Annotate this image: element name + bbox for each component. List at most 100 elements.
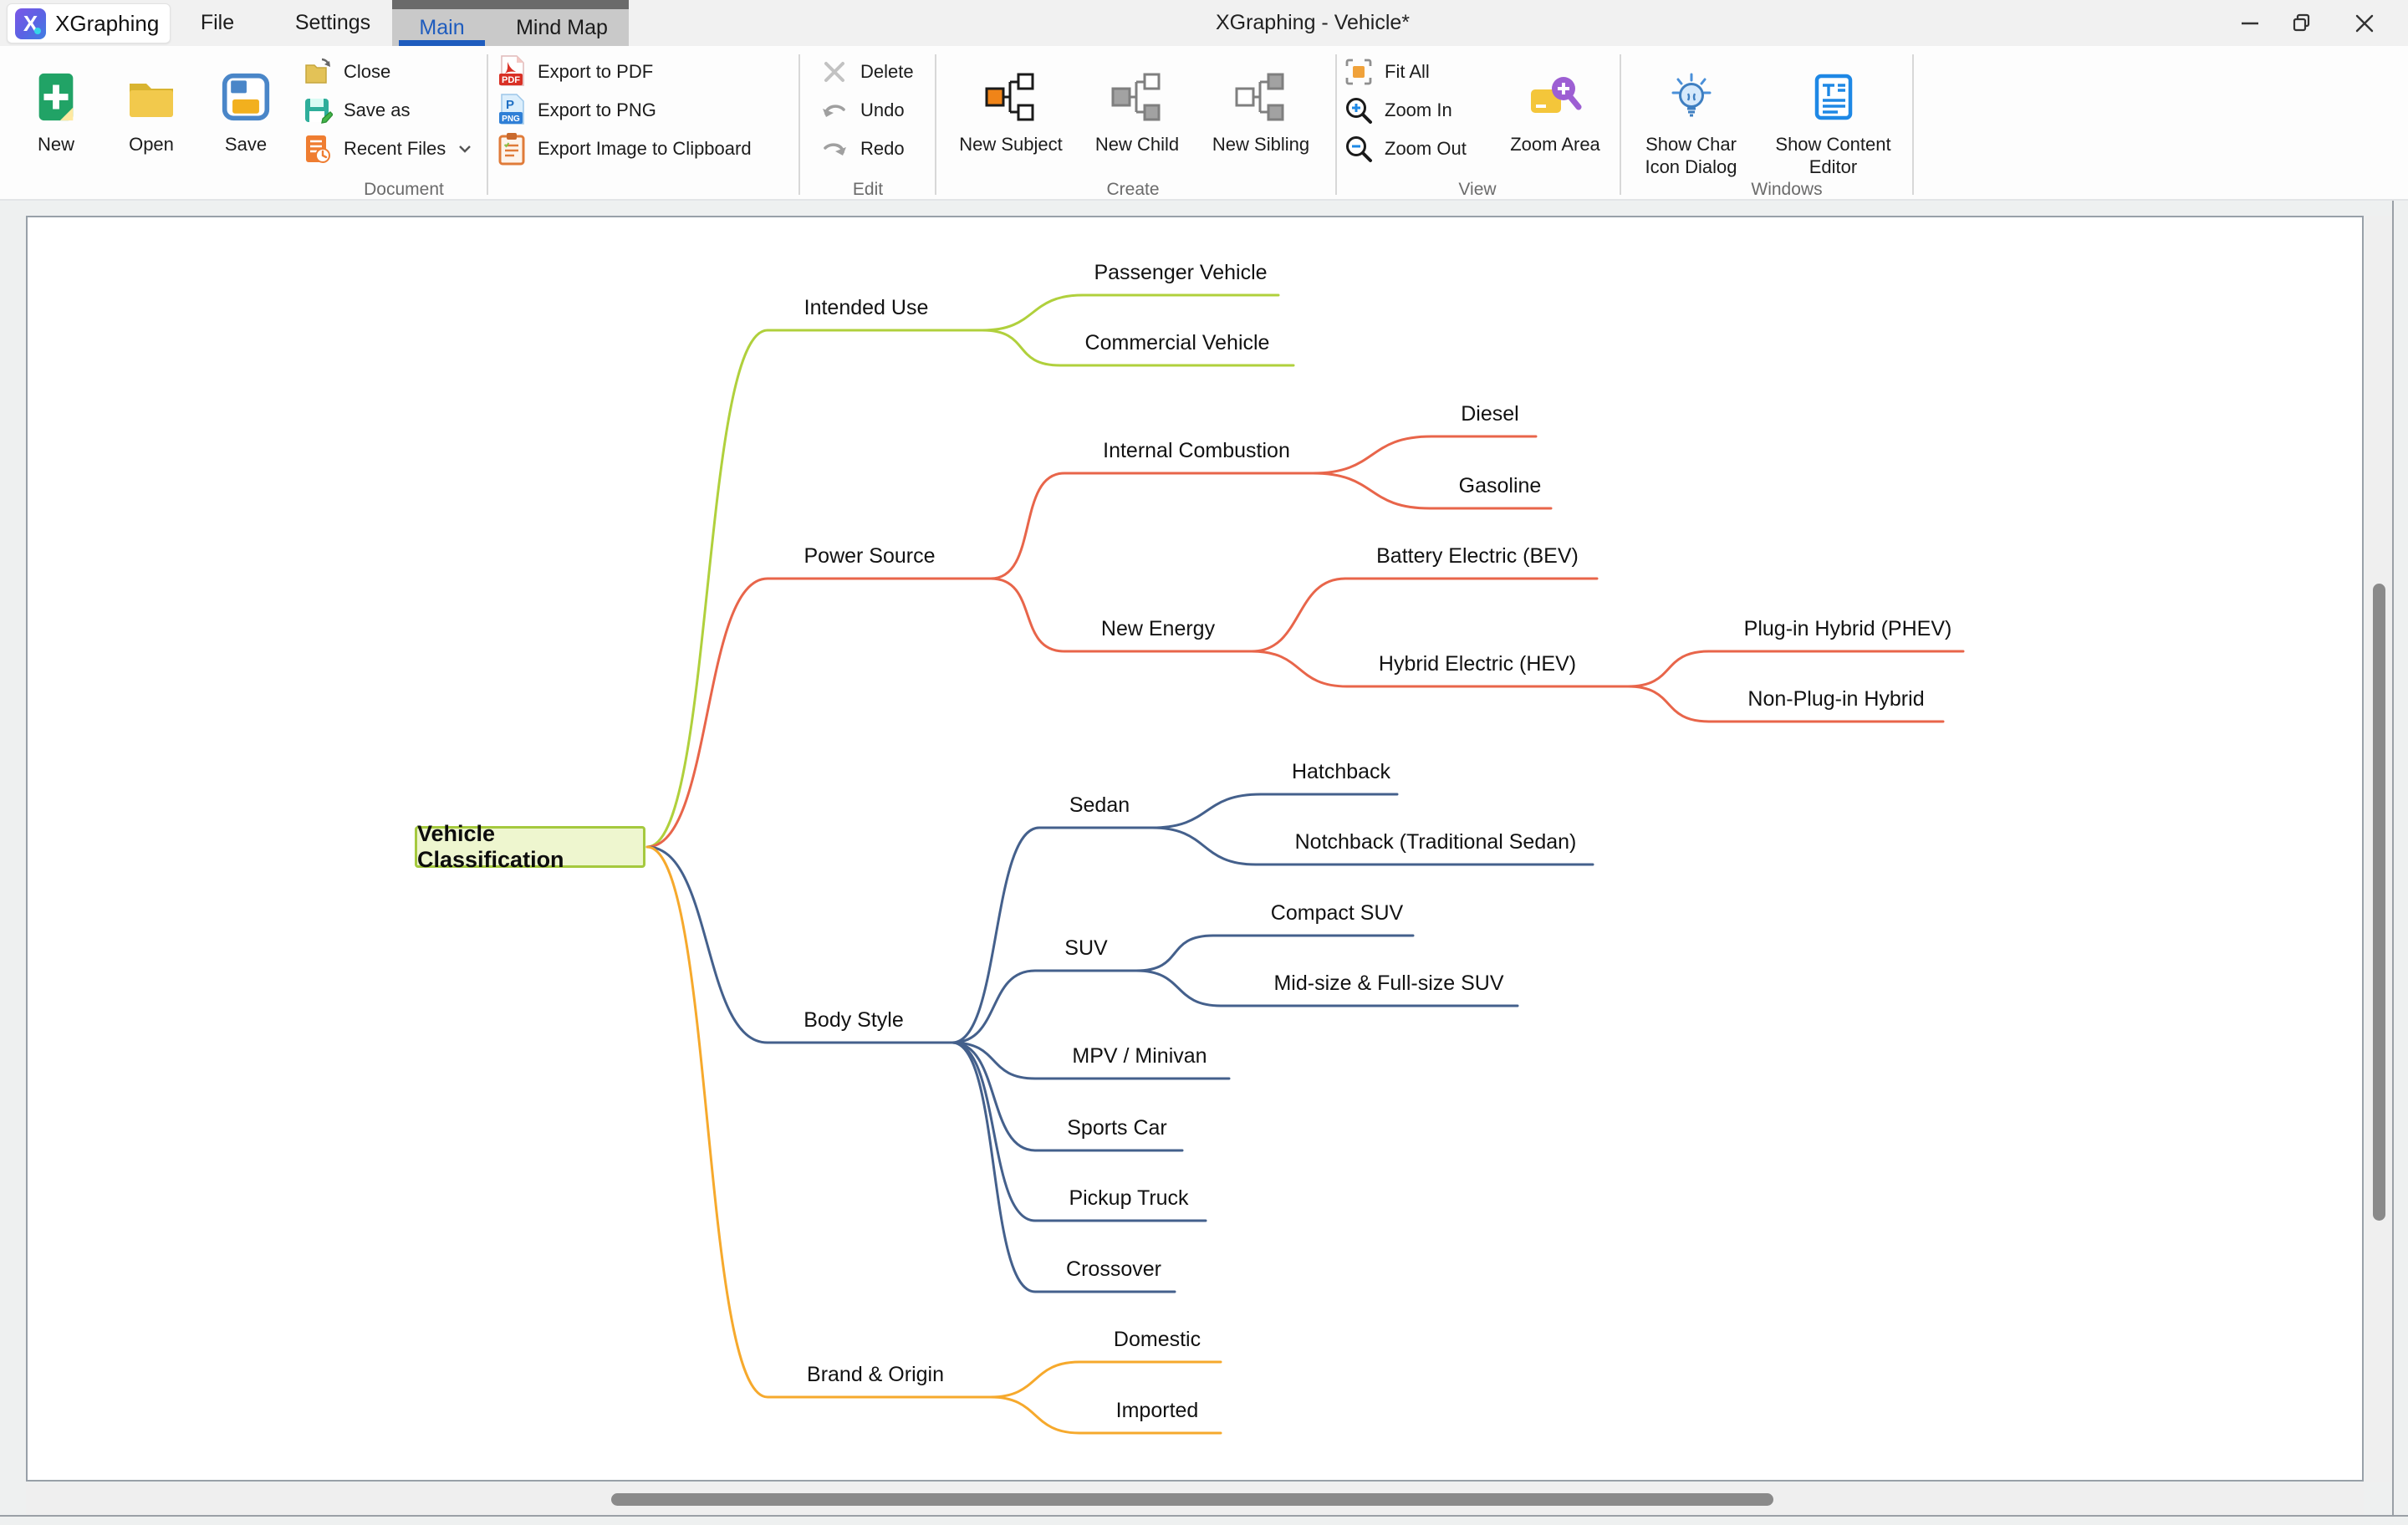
map-node-brand_origin[interactable]: Brand & Origin <box>807 1363 944 1386</box>
undo-arrow-icon <box>819 99 849 121</box>
new-subject-button[interactable]: New Subject <box>952 61 1069 156</box>
map-node-hev[interactable]: Hybrid Electric (HEV) <box>1378 652 1577 676</box>
map-node-internal_combustion[interactable]: Internal Combustion <box>1103 439 1290 462</box>
map-node-compact_suv[interactable]: Compact SUV <box>1270 901 1404 925</box>
ribbon-separator <box>487 54 488 195</box>
vertical-scrollbar-thumb[interactable] <box>2373 584 2385 1221</box>
map-node-hatchback[interactable]: Hatchback <box>1291 760 1391 783</box>
tab-main[interactable]: Main <box>419 16 465 39</box>
recent-files-icon <box>303 134 333 164</box>
map-node-bev[interactable]: Battery Electric (BEV) <box>1376 544 1579 568</box>
undo-button[interactable]: Undo <box>819 93 905 128</box>
content-editor-icon <box>1809 61 1858 133</box>
window-title: XGraphing - Vehicle* <box>1215 11 1411 34</box>
map-node-diesel[interactable]: Diesel <box>1461 402 1519 426</box>
map-node-new_energy[interactable]: New Energy <box>1100 617 1216 640</box>
export-pdf-button[interactable]: PDF Export to PDF <box>497 54 653 89</box>
zoom-out-icon <box>1344 134 1374 164</box>
save-as-icon <box>303 95 333 125</box>
zoom-area-icon <box>1528 61 1583 133</box>
map-node-sports_car[interactable]: Sports Car <box>1067 1116 1167 1140</box>
zoom-out-button[interactable]: Zoom Out <box>1344 131 1467 166</box>
map-node-power_source[interactable]: Power Source <box>804 544 936 568</box>
export-png-button[interactable]: P PNG Export to PNG <box>497 93 656 128</box>
tab-mind-map[interactable]: Mind Map <box>516 16 608 39</box>
ribbon-separator <box>1912 54 1914 195</box>
map-node-domestic[interactable]: Domestic <box>1113 1328 1201 1351</box>
recent-files-button[interactable]: Recent Files <box>303 131 473 166</box>
group-label-document: Document <box>364 180 444 199</box>
minimize-button[interactable] <box>2226 0 2274 46</box>
fit-all-button[interactable]: Fit All <box>1344 54 1430 89</box>
ribbon: New Open Save Close <box>0 46 2408 201</box>
show-char-label-line2: Icon Dialog <box>1645 156 1737 177</box>
map-node-notchback[interactable]: Notchback (Traditional Sedan) <box>1294 830 1577 854</box>
logo-letter: X <box>23 10 38 36</box>
zoom-area-button[interactable]: Zoom Area <box>1498 61 1612 156</box>
menu-settings[interactable]: Settings <box>294 11 371 34</box>
save-button[interactable]: Save <box>204 61 288 156</box>
new-child-icon <box>1110 61 1164 133</box>
menu-file[interactable]: File <box>200 11 235 34</box>
new-child-button[interactable]: New Child <box>1084 61 1190 156</box>
delete-button[interactable]: Delete <box>819 54 914 89</box>
minimize-icon <box>2242 22 2258 24</box>
zoom-in-icon <box>1344 95 1374 125</box>
export-clipboard-button[interactable]: Export Image to Clipboard <box>497 131 752 166</box>
save-icon <box>221 61 271 133</box>
show-char-icon-dialog-button[interactable]: Show Char Icon Dialog <box>1626 61 1756 178</box>
ribbon-separator <box>935 54 936 195</box>
open-button[interactable]: Open <box>110 61 193 156</box>
horizontal-scrollbar[interactable] <box>26 1483 2364 1515</box>
clipboard-icon <box>497 132 527 166</box>
map-node-pickup_truck[interactable]: Pickup Truck <box>1069 1186 1189 1210</box>
group-label-edit: Edit <box>852 180 884 199</box>
app-name: XGraphing <box>55 10 160 36</box>
logo-dot-icon <box>34 27 41 34</box>
new-sibling-icon <box>1234 61 1288 133</box>
pdf-file-icon: PDF <box>497 55 527 89</box>
horizontal-scrollbar-thumb[interactable] <box>611 1493 1773 1506</box>
group-label-view: View <box>1458 180 1497 199</box>
show-content-label-line1: Show Content <box>1775 134 1891 155</box>
map-node-non_plug_hybrid[interactable]: Non-Plug-in Hybrid <box>1747 687 1925 711</box>
redo-button[interactable]: Redo <box>819 131 905 166</box>
map-node-mid_full_suv[interactable]: Mid-size & Full-size SUV <box>1273 972 1504 995</box>
vertical-scrollbar[interactable] <box>2365 216 2393 1482</box>
ribbon-separator <box>1620 54 1621 195</box>
ribbon-separator <box>1335 54 1337 195</box>
map-node-body_style[interactable]: Body Style <box>804 1008 904 1032</box>
restore-button[interactable] <box>2278 0 2326 46</box>
show-content-editor-button[interactable]: Show Content Editor <box>1760 61 1906 178</box>
map-node-passenger[interactable]: Passenger Vehicle <box>1094 261 1268 284</box>
map-node-commercial[interactable]: Commercial Vehicle <box>1084 331 1270 354</box>
save-as-button[interactable]: Save as <box>303 93 411 128</box>
app-logo-icon: X <box>15 8 46 39</box>
zoom-in-button[interactable]: Zoom In <box>1344 93 1452 128</box>
close-button[interactable] <box>2336 0 2393 46</box>
map-node-mpv[interactable]: MPV / Minivan <box>1072 1044 1207 1068</box>
new-button[interactable]: New <box>14 61 98 156</box>
restore-icon <box>2293 13 2310 31</box>
window-right-edge <box>2392 201 2394 1517</box>
map-root-node[interactable]: Vehicle Classification <box>415 821 645 872</box>
new-sibling-button[interactable]: New Sibling <box>1198 61 1324 156</box>
lightbulb-icon <box>1667 61 1716 133</box>
close-icon <box>2355 14 2374 32</box>
map-node-sedan[interactable]: Sedan <box>1069 793 1130 817</box>
map-node-phev[interactable]: Plug-in Hybrid (PHEV) <box>1743 617 1952 640</box>
new-subject-icon <box>984 61 1038 133</box>
map-node-intended_use[interactable]: Intended Use <box>804 296 929 319</box>
content-area <box>0 201 2408 1525</box>
map-node-gasoline[interactable]: Gasoline <box>1458 474 1542 497</box>
svg-text:P: P <box>506 98 514 112</box>
close-document-button[interactable]: Close <box>303 54 390 89</box>
app-logo-chip[interactable]: X XGraphing <box>7 3 171 43</box>
window-bottom-edge <box>0 1515 2408 1517</box>
png-file-icon: P PNG <box>497 94 527 127</box>
map-canvas[interactable] <box>26 216 2364 1482</box>
title-bar: X XGraphing File Settings Main Mind Map … <box>0 0 2408 46</box>
map-node-crossover[interactable]: Crossover <box>1066 1257 1161 1281</box>
map-node-imported[interactable]: Imported <box>1115 1399 1199 1422</box>
map-node-suv[interactable]: SUV <box>1064 936 1108 960</box>
